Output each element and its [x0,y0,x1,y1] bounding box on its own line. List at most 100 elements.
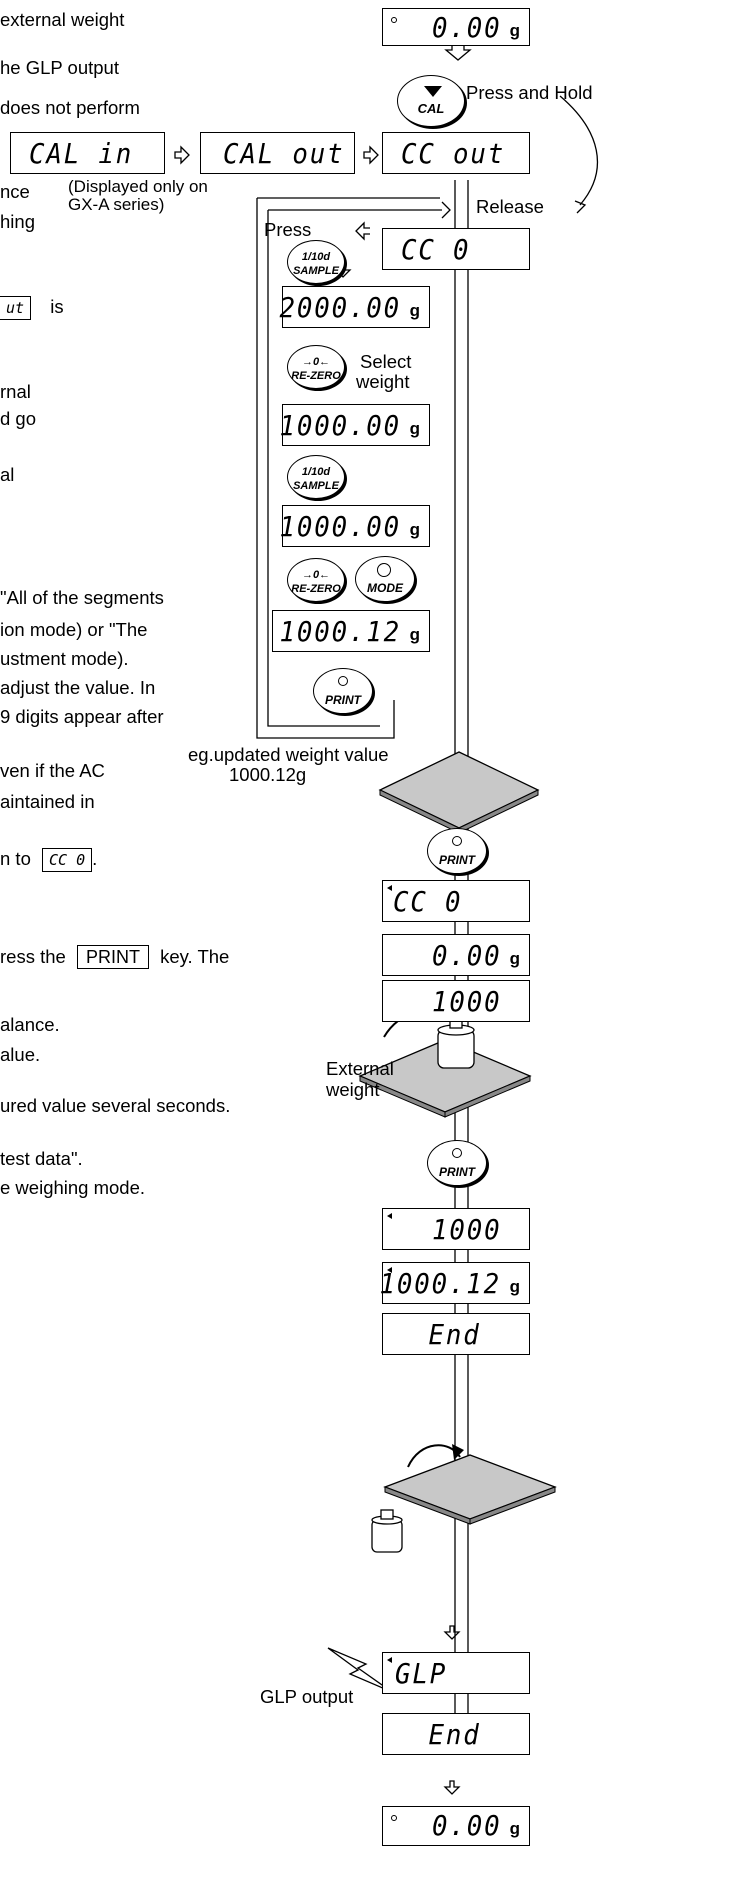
text-line: n to CC 0. [0,848,97,872]
text-line: adjust the value. In [0,677,156,698]
text-line: aintained in [0,791,95,812]
unit-g: g [409,625,420,644]
text-fragment: key. The [160,946,230,967]
display-zero-top: 0.00 g [382,8,530,46]
unit-g: g [409,301,420,320]
display-cc0-b: CC 0 [382,880,530,922]
text-line: nce [0,181,30,202]
text-line: d go [0,408,37,429]
stable-mark [391,1815,397,1821]
example-label: eg.updated weight value [188,744,389,765]
unit-g: g [509,949,520,968]
display-value: CC 0 [393,885,463,918]
display-value: 1000 [431,985,501,1018]
display-value: End [428,1318,481,1351]
stable-mark [391,17,397,23]
text-line: 9 digits appear after [0,706,164,727]
indicator-icon [387,1657,392,1663]
display-value: 1000 [431,1213,501,1246]
key-sublabel: →0← [301,356,331,368]
refresh-icon [377,563,391,577]
key-label: RE-ZERO [291,583,341,595]
rezero-key-2[interactable]: →0← RE-ZERO [287,558,345,602]
display-cal-out: CAL out [200,132,355,174]
key-label: SAMPLE [293,480,339,492]
display-1000-12-result: 1000.12 g [379,1262,530,1304]
display-end-2: End [382,1713,530,1755]
key-sublabel: →0← [301,569,331,581]
display-value: 1000.12 [279,615,401,648]
note-line: GX-A series) [68,195,165,214]
select-label: Select [360,351,412,372]
display-value: 2000.00 [279,291,401,324]
press-and-hold-label: Press and Hold [466,82,593,103]
display-1000-result: 1000 [382,1208,530,1250]
display-cc-out: CC out [382,132,530,174]
press-label: Press [264,219,312,240]
text-line: ion mode) or "The [0,619,148,640]
display-1000-12: 1000.12 g [272,610,430,652]
print-icon [338,676,348,686]
text-line: ress the PRINT key. The [0,945,229,969]
mode-key[interactable]: MODE [355,556,415,602]
print-icon [452,836,462,846]
rezero-key[interactable]: →0← RE-ZERO [287,345,345,389]
text-line: ured value several seconds. [0,1095,231,1116]
display-value: 1000.00 [279,510,401,543]
sample-key-2[interactable]: 1/10d SAMPLE [287,455,345,499]
display-1000-b: 1000.00 g [279,505,430,547]
display-cal-in: CAL in [10,132,165,174]
display-glp: GLP [382,1652,530,1694]
cal-key[interactable]: CAL [397,75,465,127]
key-label: MODE [367,581,403,595]
print-icon [452,1148,462,1158]
text-line: rnal [0,381,31,402]
display-value: CAL out [223,137,345,170]
key-label: PRINT [439,853,475,867]
example-value: 1000.12g [229,764,307,785]
indicator-icon [387,885,392,891]
unit-g: g [509,1819,520,1838]
display-value: GLP [395,1657,448,1690]
unit-g: g [409,520,420,539]
cal-out-inline-box: ut [0,296,32,320]
display-value: 1000.12 [379,1267,501,1300]
display-2000: 2000.00 g [279,286,430,328]
external-weight-label: weight [326,1079,380,1100]
unit-g: g [509,1277,520,1296]
key-sublabel: 1/10d [301,251,331,263]
sample-key[interactable]: 1/10d SAMPLE [287,240,345,284]
glp-output-label: GLP output [260,1686,354,1707]
print-key[interactable]: PRINT [313,668,373,714]
text-fragment: is [50,296,64,317]
display-value: 1000.00 [279,409,401,442]
print-key-3[interactable]: PRINT [427,1140,487,1186]
key-label: PRINT [325,693,361,707]
text-line: ustment mode). [0,648,129,669]
display-1000-a: 1000.00 g [279,404,430,446]
text-line: external weight [0,9,125,30]
display-zero-bottom: 0.00 g [382,1806,530,1846]
cc0-inline-box: CC 0 [42,848,93,872]
down-triangle-icon [424,86,442,97]
print-key-2[interactable]: PRINT [427,828,487,874]
external-label: External [326,1058,394,1079]
display-value: 0.00 [431,939,501,972]
key-label: CAL [417,101,445,116]
text-line: e weighing mode. [0,1177,146,1198]
text-fragment: ress the [0,946,66,967]
unit-g: g [509,21,520,40]
print-key-inline-box: PRINT [76,945,149,969]
text-fragment: n to [0,848,31,869]
display-zero: 0.00 g [382,934,530,976]
display-cc0: CC 0 [382,228,530,270]
text-line: ut is [0,296,64,320]
text-line: hing [0,211,35,232]
text-line: "All of the segments [0,587,164,608]
release-label: Release [476,196,544,217]
weight-label: weight [356,371,410,392]
text-line: test data". [0,1148,83,1169]
text-line: he GLP output [0,57,119,78]
note-line: (Displayed only on [68,177,208,196]
